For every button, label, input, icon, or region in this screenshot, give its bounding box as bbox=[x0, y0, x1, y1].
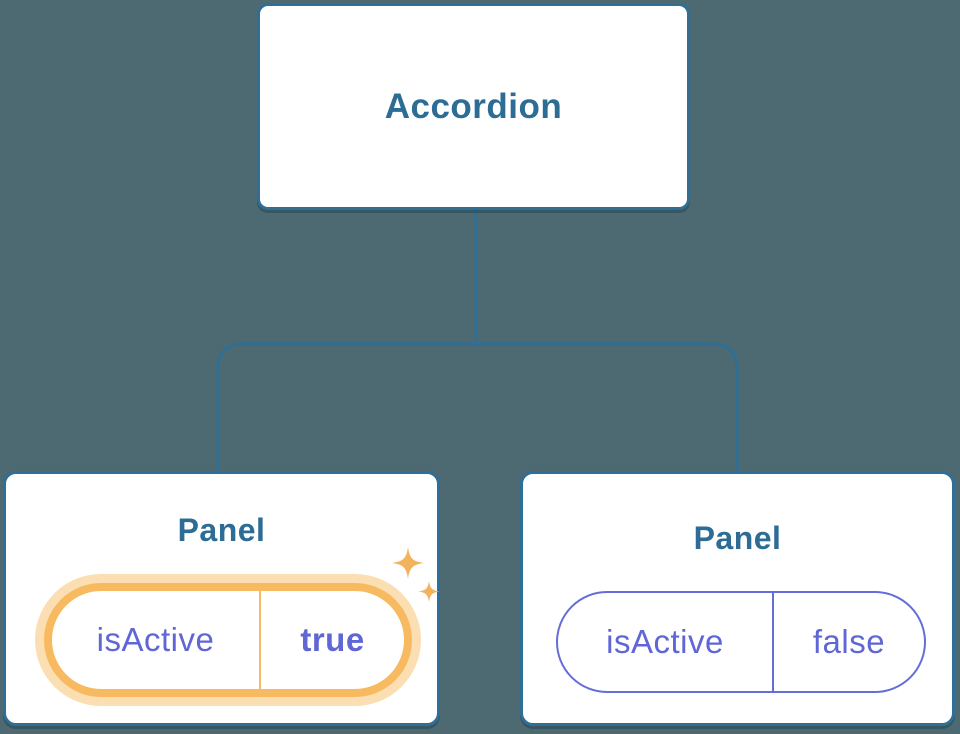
panel-node-inactive: Panel isActive false bbox=[520, 471, 955, 726]
panel-node-label: Panel bbox=[177, 512, 266, 548]
prop-pill-inactive: isActive false bbox=[556, 591, 926, 693]
sparkle-icon bbox=[392, 547, 440, 602]
accordion-node: Accordion bbox=[257, 3, 690, 210]
prop-value: false bbox=[812, 623, 886, 660]
prop-pill-divider bbox=[772, 593, 774, 691]
prop-name: isActive bbox=[606, 623, 724, 660]
prop-pill-divider bbox=[259, 591, 261, 689]
prop-pill-active: isActive true bbox=[44, 583, 412, 697]
prop-value: true bbox=[300, 621, 365, 658]
prop-name: isActive bbox=[96, 621, 215, 658]
panel-node-active: Panel isActive true bbox=[3, 471, 440, 726]
accordion-node-label: Accordion bbox=[384, 86, 563, 126]
panel-node-label: Panel bbox=[693, 520, 782, 556]
prop-pill-highlight-glow: isActive true bbox=[35, 574, 421, 706]
